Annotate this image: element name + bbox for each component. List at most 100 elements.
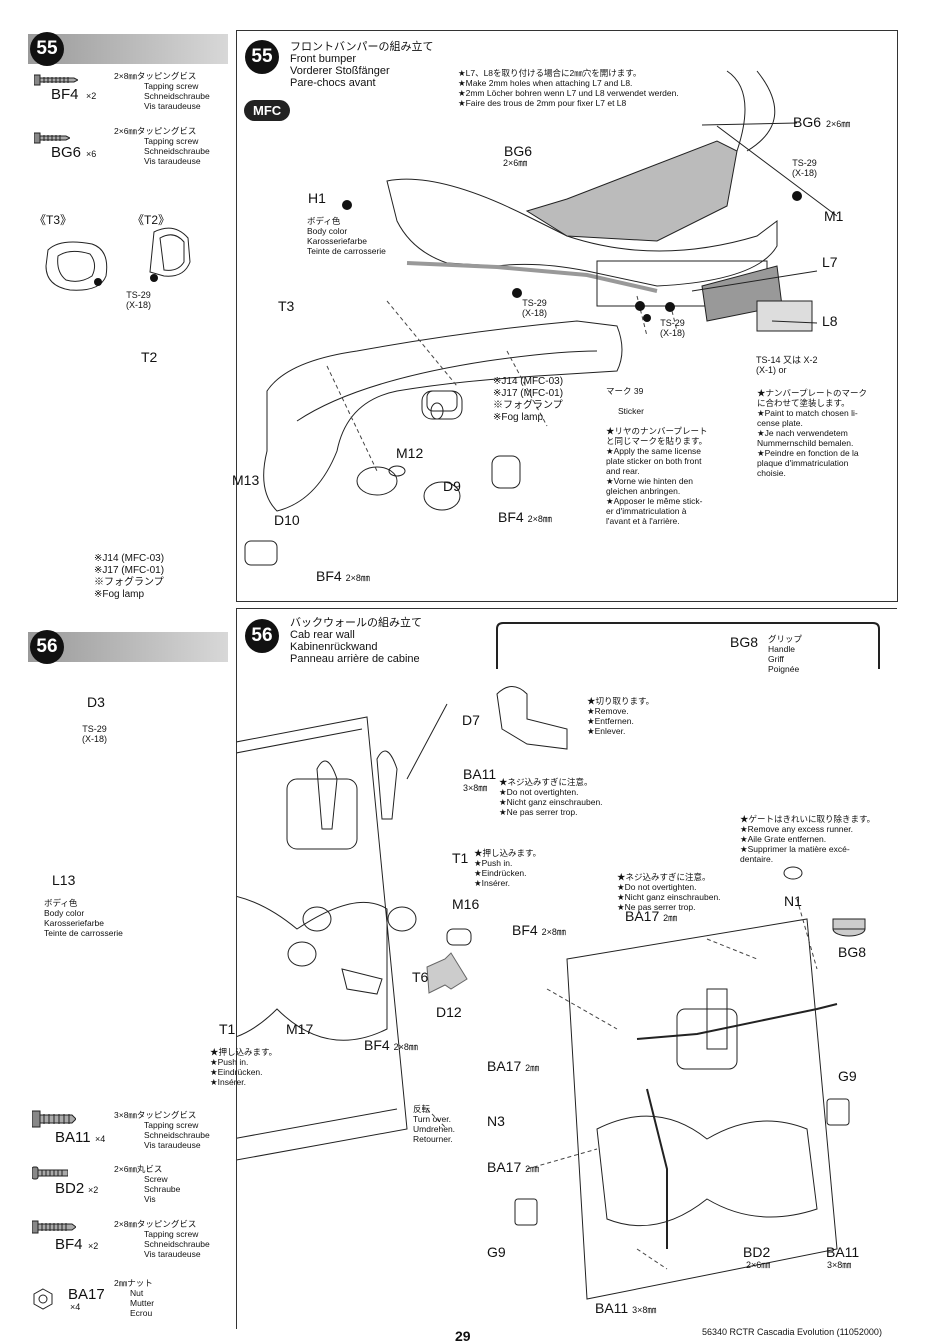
fog-note-right: ※J14 (MFC-03)※J17 (MFC-01)※フォグランプ※Fog la… [493, 376, 564, 423]
label-t6: T6 [412, 969, 429, 985]
step-56-panel-badge: 56 [245, 619, 279, 653]
overtight-note-1: ★ネジ込みすぎに注意。★Do not overtighten.★Nicht ga… [499, 777, 603, 817]
label-bf4-b: BF4 2×8㎜ [316, 568, 370, 584]
ts29-mid: TS-29(X-18) [522, 298, 548, 318]
label-n1: N1 [784, 893, 802, 909]
step-56-title: バックウォールの組み立て Cab rear wall Kabinenrückwa… [290, 617, 422, 665]
label-bg6-right-size: 2×6㎜ [826, 119, 851, 129]
bf4-qty: ×2 [86, 91, 97, 101]
label-d12: D12 [436, 1004, 462, 1020]
left-ts29: TS-29(X-18) [126, 290, 152, 310]
ba17-desc: 2㎜ナット Nut Mutter Ecrou [114, 1278, 155, 1318]
bf4-screw-icon-2 [32, 1220, 76, 1234]
t2-part-icon [144, 222, 194, 284]
label-t3: T3 [278, 298, 295, 314]
bf4b-desc: 2×8㎜タッピングビス Tapping screw Schneidschraub… [114, 1219, 210, 1259]
label-ba17-c: BA17 2㎜ [487, 1159, 540, 1175]
label-bg8-spool: BG8 [838, 944, 867, 960]
ba17-nut-icon [32, 1288, 54, 1310]
remove-note: ★切り取ります。★Remove.★Entfernen.★Enlever. [587, 696, 655, 736]
ts14-label: TS-14 又は X-2(X-1) or [756, 355, 818, 375]
label-l7: L7 [822, 254, 838, 270]
step-55-panel [236, 30, 898, 602]
label-d9: D9 [443, 478, 461, 494]
label-bg6-top: BG6 [504, 143, 533, 159]
hole-note: ★L7、L8を取り付ける場合に2㎜穴を開けます。★Make 2mm holes … [458, 68, 679, 108]
label-m13: M13 [232, 472, 260, 488]
d3-ts29: TS-29(X-18) [82, 724, 108, 744]
bf4-desc: 2×8㎜タッピングビス Tapping screw Schneidschraub… [114, 71, 210, 111]
label-bd2: BD2 [743, 1244, 771, 1260]
t3-part-icon [40, 236, 114, 294]
bd2-code: BD2 [55, 1180, 85, 1197]
label-bd2-size: 2×6㎜ [746, 1260, 771, 1270]
t2-label: 《T2》 [132, 213, 171, 227]
label-d10: D10 [274, 512, 300, 528]
ba17-code: BA17 [68, 1286, 105, 1303]
bg6-desc: 2×6㎜タッピングビス Tapping screw Schneidschraub… [114, 126, 210, 166]
label-h1: H1 [308, 190, 326, 206]
step-55-panel-badge: 55 [245, 40, 279, 74]
label-d7: D7 [462, 712, 480, 728]
label-bf4-a: BF4 2×8㎜ [498, 509, 552, 525]
label-m12: M12 [396, 445, 424, 461]
bg6-code: BG6 [51, 144, 82, 161]
ba11-code: BA11 [55, 1129, 91, 1146]
label-m17: M17 [286, 1021, 314, 1037]
step-55-title: フロントバンパーの組み立て Front bumper Vorderer Stoß… [290, 41, 434, 89]
bd2-desc: 2×6㎜丸ビス Screw Schraube Vis [114, 1164, 181, 1204]
label-ba17-b: BA17 2㎜ [487, 1058, 540, 1074]
front-bumper-diagram [244, 70, 838, 566]
runner-note: ★ゲートはきれいに取り除きます。★Remove any excess runne… [740, 814, 876, 864]
label-n3: N3 [487, 1113, 505, 1129]
bg6-screw-icon [34, 132, 70, 144]
ba11-screw-icon [32, 1110, 76, 1128]
label-bf4-b-56: BF4 2×8㎜ [364, 1037, 418, 1053]
label-m16: M16 [452, 896, 480, 912]
ba17-qty: ×4 [70, 1302, 81, 1312]
bf4-code: BF4 [51, 86, 79, 103]
label-d3: D3 [87, 694, 105, 710]
bf4b-code: BF4 [55, 1236, 83, 1253]
push-note-2: ★押し込みます。★Push in.★Eindrücken.★Insérer. [210, 1047, 278, 1087]
label-ba17-a: BA17 2㎜ [625, 908, 678, 924]
product-code: 56340 RCTR Cascadia Evolution (11052000) [702, 1327, 882, 1337]
label-g9-b: G9 [487, 1244, 506, 1260]
mfc-badge: MFC [244, 100, 291, 121]
ba11-desc: 3×8㎜タッピングビス Tapping screw Schneidschraub… [114, 1110, 210, 1150]
ts29-right: TS-29(X-18) [792, 158, 818, 178]
fog-note-left: ※J14 (MFC-03)※J17 (MFC-01)※フォグランプ※Fog la… [94, 553, 165, 600]
overtight-note-2: ★ネジ込みすぎに注意。★Do not overtighten.★Nicht ga… [617, 872, 721, 912]
label-ba11-b: BA11 [826, 1244, 860, 1260]
bd2-screw-icon [32, 1166, 68, 1180]
push-note-1: ★押し込みます。★Push in.★Eindrücken.★Insérer. [474, 848, 542, 888]
step-55-number-badge: 55 [30, 32, 64, 66]
label-l13: L13 [52, 872, 76, 888]
bg6-qty: ×6 [86, 149, 97, 159]
ba11-qty: ×4 [95, 1134, 106, 1144]
label-bg8-handle: BG8 [730, 634, 759, 650]
label-ba11-c: BA11 3×8㎜ [595, 1300, 657, 1316]
t3-label: 《T3》 [34, 213, 73, 227]
label-ba11-b-size: 3×8㎜ [827, 1260, 852, 1270]
label-t1-b: T1 [219, 1021, 236, 1037]
page-number: 29 [455, 1328, 471, 1344]
label-m1: M1 [824, 208, 844, 224]
label-bf4-56: BF4 2×8㎜ [512, 922, 566, 938]
label-bg6-top-size: 2×6㎜ [503, 158, 528, 168]
bd2-qty: ×2 [88, 1185, 99, 1195]
label-ba11: BA11 [463, 766, 497, 782]
sticker-note: マーク 39 Sticker ★リヤのナンバープレートと同じマークを貼ります。★… [606, 386, 708, 526]
cab-rear-wall-diagram [237, 622, 880, 1300]
label-bg6-right: BG6 [793, 114, 822, 130]
step-56-panel [236, 608, 897, 1329]
label-t2: T2 [141, 349, 158, 365]
step-56-number-badge: 56 [30, 630, 64, 664]
label-t1-a: T1 [452, 850, 469, 866]
label-l8: L8 [822, 313, 838, 329]
label-g9-a: G9 [838, 1068, 857, 1084]
